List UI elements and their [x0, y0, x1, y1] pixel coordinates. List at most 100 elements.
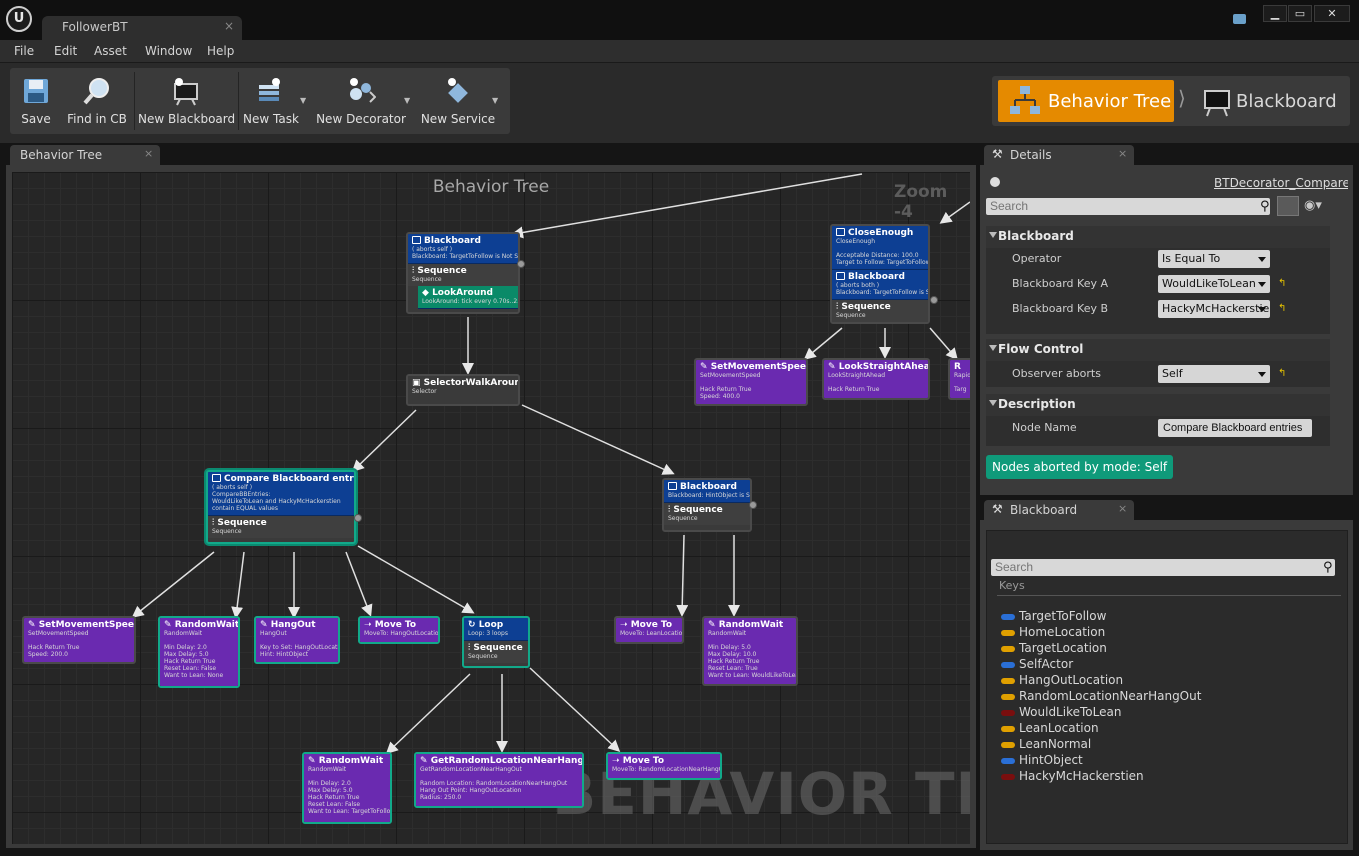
flow-control-section-header[interactable]: Flow Control [986, 339, 1330, 361]
reset-to-default-icon[interactable]: ↰ [1278, 303, 1287, 314]
new-task-button[interactable]: New Task [242, 68, 300, 134]
blackboard-key-b-dropdown[interactable]: HackyMcHackerstien [1158, 300, 1270, 318]
node-title: Blackboard [424, 236, 481, 246]
reset-to-default-icon[interactable]: ↰ [1278, 278, 1287, 289]
node-subtitle: SetMovementSpeed Hack Return True Speed:… [28, 630, 89, 658]
key-type-swatch-icon [1001, 726, 1015, 732]
new-task-dropdown-icon[interactable]: ▼ [300, 96, 307, 105]
document-tab-label: FollowerBT [62, 20, 128, 34]
details-panel: BTDecorator_CompareBBEntries ⚲ ◉▾ Blackb… [980, 165, 1353, 495]
sequence-node-blackboard-not-set[interactable]: Blackboard( aborts self ) Blackboard: Ta… [406, 232, 520, 314]
new-decorator-button[interactable]: New Decorator [314, 68, 408, 134]
node-name-input[interactable] [1158, 419, 1312, 437]
node-title: R [954, 362, 961, 372]
node-subtitle: HangOut Key to Set: HangOutLocation Hint… [260, 630, 340, 658]
document-tab-close-icon[interactable]: × [224, 19, 235, 33]
node-pin[interactable] [749, 501, 757, 509]
new-blackboard-button[interactable]: New Blackboard [138, 68, 235, 134]
node-title: Compare Blackboard entries [224, 474, 356, 484]
toolbar: Save Find in CB New Blackboard New Task … [10, 68, 510, 134]
operator-dropdown[interactable]: Is Equal To [1158, 250, 1270, 268]
details-tab-close-icon[interactable]: × [1118, 147, 1128, 160]
description-section-header[interactable]: Description [986, 394, 1330, 416]
blackboard-section-header[interactable]: Blackboard [986, 226, 1330, 248]
node-connections [131, 173, 970, 755]
menu-file[interactable]: File [14, 44, 35, 58]
node-pin[interactable] [930, 296, 938, 304]
node-subtitle: Sequence [836, 312, 866, 319]
observer-aborts-label: Observer aborts [1012, 367, 1101, 380]
node-title: RandomWait [174, 620, 240, 630]
node-name-label: Node Name [1012, 421, 1077, 434]
task-node-get-random-location-near-hang-out[interactable]: ✎ GetRandomLocationNearHangOutGetRandomL… [414, 752, 584, 808]
new-service-label: New Service [420, 112, 496, 126]
new-decorator-dropdown-icon[interactable]: ▼ [404, 96, 411, 105]
details-search-input[interactable] [986, 198, 1270, 215]
new-service-button[interactable]: New Service [420, 68, 496, 134]
tab-behavior-tree-graph[interactable]: Behavior Tree × [10, 145, 160, 165]
blackboard-tab-close-icon[interactable]: × [1118, 502, 1128, 515]
menu-bar: File Edit Asset Window Help [0, 40, 1359, 63]
blackboard-key-a-dropdown[interactable]: WouldLikeToLean [1158, 275, 1270, 293]
operator-value: Is Equal To [1162, 252, 1221, 265]
property-matrix-icon[interactable] [1277, 196, 1299, 216]
menu-asset[interactable]: Asset [94, 44, 127, 58]
details-tab-label: Details [1010, 148, 1052, 162]
node-subtitle: RandomWait Min Delay: 2.0 Max Delay: 5.0… [308, 766, 392, 815]
graph-tab-close-icon[interactable]: × [144, 147, 154, 160]
save-button[interactable]: Save [14, 68, 58, 134]
blackboard-key-name: HangOutLocation [1019, 673, 1124, 687]
menu-help[interactable]: Help [207, 44, 235, 58]
key-type-swatch-icon [1001, 646, 1015, 652]
maximize-button[interactable]: ▭ [1288, 5, 1312, 22]
menu-edit[interactable]: Edit [54, 44, 78, 58]
reset-to-default-icon[interactable]: ↰ [1278, 368, 1287, 379]
sequence-node-compare-blackboard-entries[interactable]: Compare Blackboard entries( aborts self … [206, 470, 356, 544]
magnifier-icon [83, 78, 109, 105]
blackboard-key-name: TargetToFollow [1019, 609, 1107, 623]
document-tab[interactable]: FollowerBT × [42, 16, 242, 40]
find-in-cb-button[interactable]: Find in CB [64, 68, 130, 134]
new-blackboard-icon [174, 78, 198, 106]
collapse-triangle-icon [989, 400, 997, 406]
behavior-tree-mode-button[interactable]: Behavior Tree [998, 80, 1174, 122]
feedback-icon[interactable] [1233, 14, 1246, 24]
node-title: SetMovementSpeed [710, 362, 808, 372]
blackboard-search-input[interactable] [991, 559, 1335, 576]
node-title: Blackboard [680, 482, 737, 492]
node-subtitle: Sequence [668, 515, 698, 522]
node-title: Move To [622, 756, 665, 766]
selected-object-name[interactable]: BTDecorator_CompareBBEntries [1214, 176, 1348, 190]
tab-details[interactable]: ⚒ Details × [984, 145, 1134, 165]
view-options-eye-icon[interactable]: ◉▾ [1304, 198, 1322, 213]
menu-window[interactable]: Window [145, 44, 193, 58]
blackboard-key-b-label: Blackboard Key B [1012, 302, 1109, 315]
node-pin[interactable] [354, 514, 362, 522]
minimize-button[interactable]: ▁ [1263, 5, 1287, 22]
node-subtitle: Sequence [468, 653, 498, 660]
toolbar-separator [134, 72, 135, 130]
node-title: Sequence [473, 643, 523, 653]
new-service-dropdown-icon[interactable]: ▼ [492, 96, 499, 105]
behavior-tree-graph-canvas[interactable]: Behavior Tree Zoom -4 BEHAVIOR TREE Blac… [12, 172, 970, 844]
node-pin[interactable] [517, 260, 525, 268]
tab-blackboard[interactable]: ⚒ Blackboard × [984, 500, 1134, 520]
close-window-button[interactable]: ✕ [1314, 5, 1350, 22]
blackboard-mode-button[interactable]: Blackboard [1196, 80, 1346, 122]
observer-aborts-dropdown[interactable]: Self [1158, 365, 1270, 383]
